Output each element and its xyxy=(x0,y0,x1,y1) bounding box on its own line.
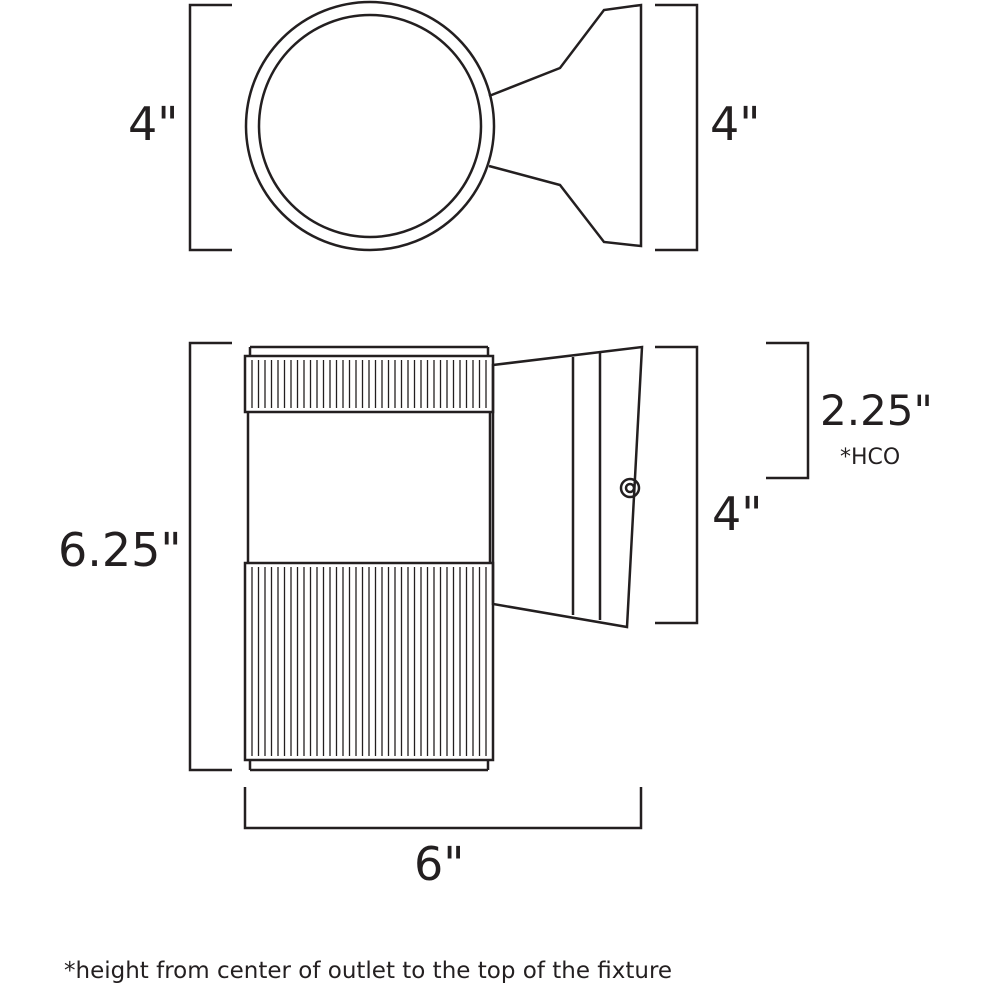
top-left-height-bracket xyxy=(188,3,232,252)
hco-label: 2.25" xyxy=(820,386,933,435)
hco-bracket xyxy=(766,341,810,480)
set-screw-inner xyxy=(624,482,636,494)
lens-inner-ring xyxy=(257,13,483,239)
lower-band-ribs xyxy=(251,567,487,756)
top-view xyxy=(188,0,699,252)
side-view xyxy=(188,341,810,830)
set-screw-outer xyxy=(619,477,641,499)
mounting-arm xyxy=(488,3,643,248)
hco-note: *HCO xyxy=(840,445,900,470)
backplate-height-label: 4" xyxy=(712,487,762,541)
top-right-height-label: 4" xyxy=(710,97,760,151)
width-bracket xyxy=(243,787,643,830)
lower-ribbed-band xyxy=(243,561,495,762)
top-cap xyxy=(248,345,490,356)
footnote: *height from center of outlet to the top… xyxy=(64,958,673,984)
top-left-height-label: 4" xyxy=(128,97,178,151)
backplate-height-bracket xyxy=(655,345,699,625)
bottom-cap xyxy=(248,760,490,772)
side-height-label: 6.25" xyxy=(58,523,182,577)
side-height-bracket xyxy=(188,341,232,772)
top-band-ribs xyxy=(251,360,487,408)
width-label: 6" xyxy=(414,837,464,891)
body-mid-section xyxy=(246,412,492,563)
lens-outer-ring xyxy=(244,0,496,252)
top-right-height-bracket xyxy=(655,3,699,252)
backplate-arm xyxy=(491,345,644,629)
